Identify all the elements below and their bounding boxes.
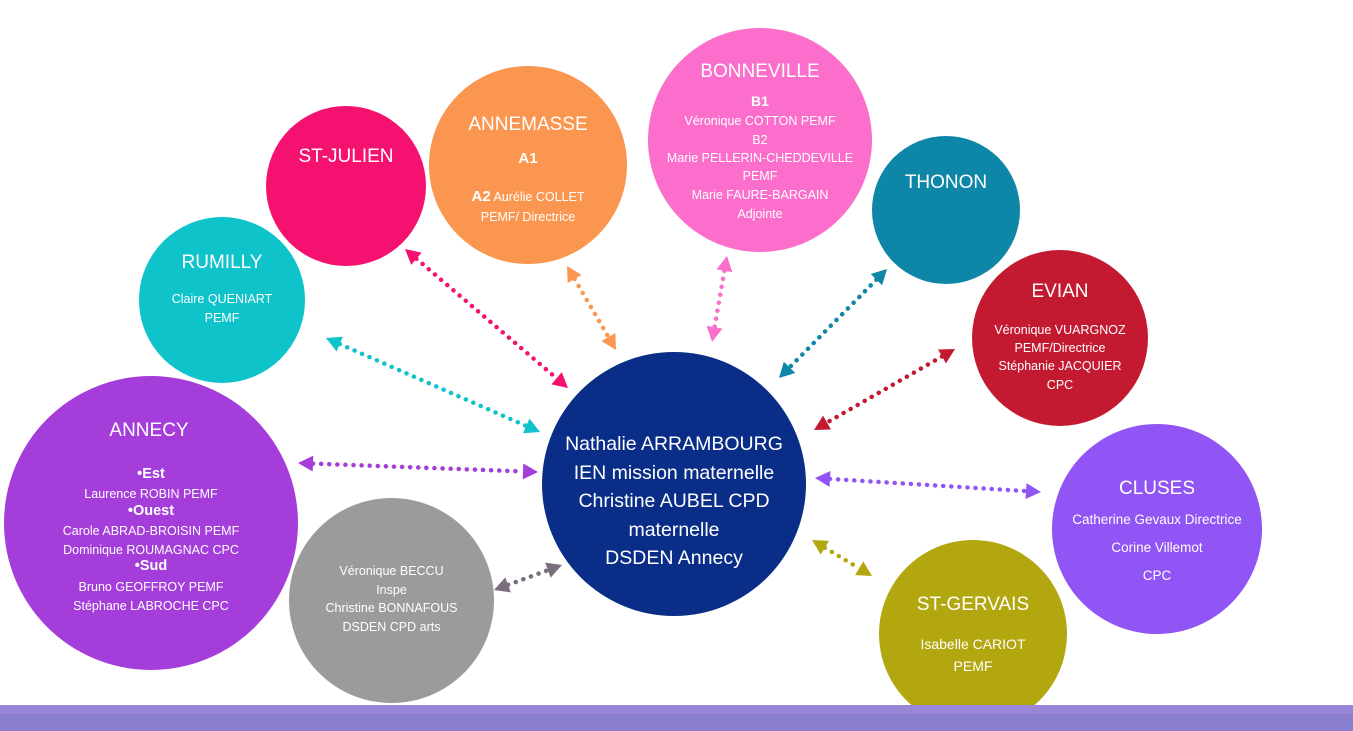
st-gervais-node: ST-GERVAIS Isabelle CARIOT PEMF xyxy=(879,540,1067,728)
center-line-5: DSDEN Annecy xyxy=(605,547,743,569)
cluses-node: CLUSES Catherine Gevaux Directrice Corin… xyxy=(1052,424,1262,634)
arrowhead-evian xyxy=(814,415,831,430)
arrowhead-cluses xyxy=(1025,483,1041,500)
center-line-1: Nathalie ARRAMBOURG xyxy=(565,433,783,455)
center-line-2: IEN mission maternelle xyxy=(573,461,775,484)
arrowhead-annecy xyxy=(522,463,538,480)
arrowhead-bonneville xyxy=(716,256,733,273)
cluses-line-1: Catherine Gevaux Directrice xyxy=(1072,512,1242,527)
bonneville-line-5: Marie FAURE-BARGAIN xyxy=(691,188,829,202)
rumilly-line-1: Claire QUENIART xyxy=(171,292,273,306)
annemasse-title: ANNEMASSE xyxy=(468,114,588,135)
arrowhead-rumilly xyxy=(326,336,343,352)
annemasse-node: ANNEMASSE A1 A2 Aurélie COLLET PEMF/ Dir… xyxy=(429,66,627,264)
connector-thonon xyxy=(787,277,879,370)
arrowhead-evian xyxy=(938,349,955,364)
evian-line-1: Véronique VUARGNOZ xyxy=(994,323,1126,337)
center-line-4: maternelle xyxy=(628,518,720,541)
st-julien-node: ST-JULIEN xyxy=(266,106,426,266)
arrowhead-thonon xyxy=(779,361,796,378)
arrowhead-cluses xyxy=(815,470,831,487)
rumilly-line-2: PEMF xyxy=(204,311,240,325)
evian-line-4: CPC xyxy=(1046,378,1074,392)
bonneville-title: BONNEVILLE xyxy=(700,61,820,82)
st-gervais-line-1: Isabelle CARIOT xyxy=(920,636,1026,652)
annecy-ouest-line-1: Carole ABRAD-BROISIN PEMF xyxy=(62,524,240,538)
st-gervais-title: ST-GERVAIS xyxy=(916,594,1030,615)
bonneville-node: BONNEVILLE B1 Véronique COTTON PEMF B2 M… xyxy=(648,28,872,252)
arrowhead-annemasse xyxy=(601,333,616,350)
bonneville-b1: B1 xyxy=(751,93,769,109)
annecy-sud-line-1: Bruno GEOFFROY PEMF xyxy=(78,580,224,594)
connector-rumilly xyxy=(337,341,529,429)
annemasse-a2-text: Aurélie COLLET xyxy=(490,190,585,204)
annecy-sud-line-2: Stéphane LABROCHE CPC xyxy=(73,599,229,613)
arrowhead-inspe xyxy=(494,577,511,593)
bonneville-line-1: Véronique COTTON PEMF xyxy=(684,114,836,128)
connector-evian xyxy=(824,354,945,425)
annemasse-line3: PEMF/ Directrice xyxy=(480,210,576,224)
connector-st-gervais xyxy=(822,545,862,571)
arrowhead-annecy xyxy=(298,455,314,472)
rumilly-title: RUMILLY xyxy=(181,252,263,273)
rumilly-node: RUMILLY Claire QUENIART PEMF xyxy=(139,217,305,383)
annemasse-a2-line: A2 Aurélie COLLET xyxy=(429,188,627,207)
annecy-ouest-line-2: Dominique ROUMAGNAC CPC xyxy=(63,543,239,557)
inspe-node: Véronique BECCU Inspe Christine BONNAFOU… xyxy=(289,498,494,703)
annemasse-a2-label: A2 xyxy=(471,188,491,205)
center-line-3: Christine AUBEL CPD xyxy=(578,490,770,512)
connector-st-julien xyxy=(414,256,559,381)
connector-bonneville xyxy=(712,268,727,330)
cluses-title: CLUSES xyxy=(1118,478,1196,499)
bonneville-line-4: PEMF xyxy=(742,169,778,183)
arrowhead-st-julien xyxy=(551,372,568,388)
bonneville-line-2: B2 xyxy=(752,133,768,147)
inspe-line-3: Christine BONNAFOUS xyxy=(325,601,458,615)
connector-annemasse xyxy=(572,276,611,340)
arrowhead-inspe xyxy=(545,562,562,578)
connector-annecy xyxy=(310,461,526,474)
annecy-node: ANNECY •Est Laurence ROBIN PEMF •Ouest C… xyxy=(4,376,298,670)
annecy-sud: •Sud xyxy=(134,558,168,574)
arrowhead-st-gervais xyxy=(812,540,829,555)
center-text: Nathalie ARRAMBOURG IEN mission maternel… xyxy=(522,430,826,573)
evian-node: EVIAN Véronique VUARGNOZ PEMF/Directrice… xyxy=(972,250,1148,426)
connector-inspe xyxy=(505,567,551,588)
center-node: Nathalie ARRAMBOURG IEN mission maternel… xyxy=(542,352,806,616)
st-julien-title: ST-JULIEN xyxy=(298,146,394,167)
evian-line-3: Stéphanie JACQUIER xyxy=(998,359,1122,373)
annecy-est: •Est xyxy=(137,466,165,482)
annecy-title: ANNECY xyxy=(109,420,189,441)
annemasse-a1: A1 xyxy=(518,150,538,167)
cluses-line-3: CPC xyxy=(1142,568,1172,583)
bonneville-line-6: Adjointe xyxy=(737,207,783,221)
arrowhead-thonon xyxy=(870,269,887,286)
connector-cluses xyxy=(827,476,1029,494)
cluses-line-2: Corine Villemot xyxy=(1111,540,1203,555)
arrowhead-rumilly xyxy=(523,418,540,434)
arrowhead-st-gervais xyxy=(855,561,872,576)
thonon-title: THONON xyxy=(904,172,988,193)
thonon-node: THONON xyxy=(872,136,1020,284)
arrowhead-st-julien xyxy=(405,249,422,265)
inspe-line-1: Véronique BECCU xyxy=(339,564,444,578)
annecy-est-line: Laurence ROBIN PEMF xyxy=(84,487,218,501)
inspe-line-4: DSDEN CPD arts xyxy=(342,620,441,634)
annecy-ouest: •Ouest xyxy=(127,503,175,519)
inspe-line-2: Inspe xyxy=(376,583,407,597)
arrowhead-bonneville xyxy=(706,325,723,342)
arrowhead-annemasse xyxy=(567,266,582,283)
st-gervais-line-2: PEMF xyxy=(953,658,993,674)
evian-title: EVIAN xyxy=(1031,281,1089,302)
footer-band-lower xyxy=(0,714,1353,731)
bonneville-line-3: Marie PELLERIN-CHEDDEVILLE xyxy=(666,151,854,165)
evian-line-2: PEMF/Directrice xyxy=(1014,341,1106,355)
